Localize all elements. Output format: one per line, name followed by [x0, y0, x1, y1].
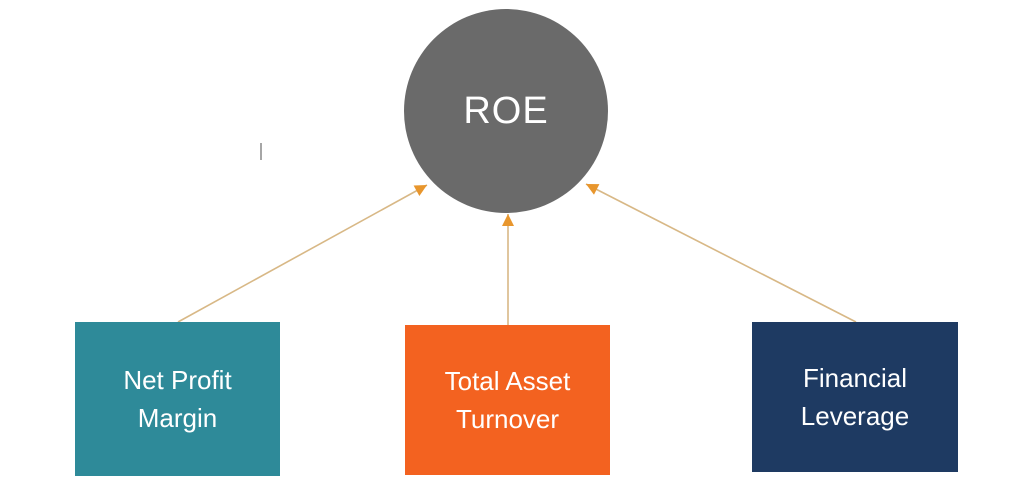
node-label-line: Margin: [137, 403, 218, 433]
node-label-line: Total Asset: [444, 366, 571, 396]
node-label-line: Net Profit: [123, 365, 232, 395]
roe-label: ROE: [463, 90, 549, 132]
node-label-line: Turnover: [455, 404, 560, 434]
node-label-line: Financial: [802, 363, 908, 393]
node-financial-leverage: Financial Leverage: [752, 322, 958, 472]
node-label-line: Leverage: [800, 401, 910, 431]
stray-tick-mark: [260, 143, 262, 160]
arrow-net-profit-margin-to-roe: [177, 184, 428, 323]
arrow-financial-leverage-to-roe: [585, 183, 857, 323]
node-total-asset-turnover: Total Asset Turnover: [405, 325, 610, 475]
roe-node: ROE: [404, 9, 608, 213]
node-net-profit-margin: Net Profit Margin: [75, 322, 280, 476]
